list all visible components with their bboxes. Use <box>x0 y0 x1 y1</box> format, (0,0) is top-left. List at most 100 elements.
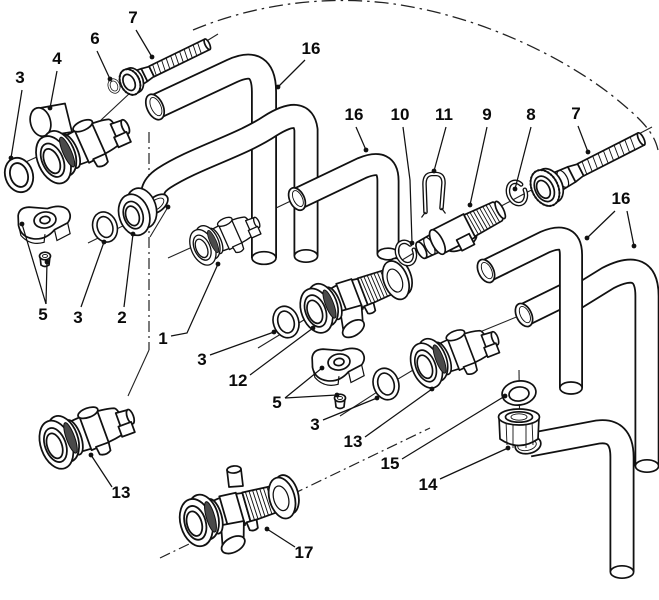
cap-nut-14 <box>497 408 541 448</box>
part-callout-10-7: 7 <box>571 104 580 123</box>
callout-dot <box>409 240 415 246</box>
callout-dot <box>107 76 113 82</box>
fitting-7-right <box>529 131 646 207</box>
callout-dot <box>319 365 325 371</box>
callout-dot <box>467 202 473 208</box>
part-callout-1-4: 4 <box>52 49 62 68</box>
callout-leader <box>364 388 433 438</box>
callout-leader <box>266 528 296 548</box>
part-callout-23-13: 13 <box>112 483 131 502</box>
callout-dot <box>310 325 316 331</box>
part-callout-13-3: 3 <box>73 308 82 327</box>
part-callout-4-16: 16 <box>302 39 321 58</box>
callout-leader <box>401 395 506 460</box>
callout-dot <box>101 239 107 245</box>
pipe-16-right <box>476 226 583 395</box>
callout-leader <box>96 50 111 80</box>
callout-leader <box>439 447 509 480</box>
callout-leader <box>284 394 338 399</box>
callout-leader <box>10 89 23 159</box>
part-callout-19-3: 3 <box>310 415 319 434</box>
callout-leader <box>284 367 323 399</box>
part-callout-6-10: 10 <box>391 105 410 124</box>
washer-15 <box>501 380 537 406</box>
pipe-16-middle <box>287 153 400 261</box>
callout-dot <box>149 54 155 60</box>
callout-leader <box>80 241 105 308</box>
part-callout-24-17: 17 <box>295 543 314 562</box>
callout-dot <box>505 445 511 451</box>
part-callout-17-12: 12 <box>229 371 248 390</box>
callout-dot <box>584 235 590 241</box>
callout-leader <box>123 233 134 308</box>
part-callout-18-5: 5 <box>272 393 281 412</box>
handle-5-left <box>15 200 75 247</box>
callout-dot <box>44 259 50 265</box>
part-callout-5-16: 16 <box>345 105 364 124</box>
body-outline-arc <box>192 0 659 151</box>
part-callout-11-16: 16 <box>612 189 631 208</box>
callout-dot <box>275 84 281 90</box>
callout-leader <box>90 454 113 488</box>
callout-leader <box>402 126 413 244</box>
o-ring-3-fourth <box>368 364 404 404</box>
handle-5-middle <box>309 342 369 389</box>
callout-dot <box>264 526 270 532</box>
callout-dot <box>429 386 435 392</box>
callout-dot <box>88 452 94 458</box>
callout-leader <box>209 331 275 356</box>
valve-13-middle <box>403 313 508 395</box>
callout-dot <box>271 329 277 335</box>
valve-17 <box>173 465 311 568</box>
part-callout-12-5: 5 <box>38 305 47 324</box>
callout-leader <box>322 397 378 421</box>
callout-dot <box>334 392 340 398</box>
callout-dot <box>512 186 518 192</box>
part-callout-22-14: 14 <box>419 475 438 494</box>
callout-leader <box>577 125 589 153</box>
callout-leader <box>21 223 47 305</box>
callout-dot <box>8 155 14 161</box>
callout-leader <box>514 126 532 190</box>
adapter-9 <box>415 200 507 260</box>
callout-leader <box>626 210 635 247</box>
pipe-16-top-left <box>144 53 277 266</box>
callout-dot <box>502 393 508 399</box>
o-ring-3-middle <box>268 302 304 342</box>
part-callout-7-11: 11 <box>435 105 453 124</box>
callout-leader <box>49 70 58 109</box>
valve-4-port <box>29 102 73 138</box>
o-ring-3-left <box>0 153 39 197</box>
part-callout-15-1: 1 <box>158 329 167 348</box>
part-callout-20-13: 13 <box>344 432 363 451</box>
valve-12-body <box>292 250 426 354</box>
callout-leader <box>355 126 367 151</box>
valve-13-left <box>31 390 144 476</box>
clip-11 <box>421 171 446 218</box>
fitting-7-left <box>118 38 212 96</box>
callout-leader <box>433 126 447 172</box>
callout-dot <box>215 261 221 267</box>
callout-dot <box>47 105 53 111</box>
part-callout-0-3: 3 <box>15 68 24 87</box>
part-callout-14-2: 2 <box>117 308 126 327</box>
callout-leader <box>277 59 306 88</box>
part-callout-21-15: 15 <box>381 454 400 473</box>
callout-leader <box>469 126 488 206</box>
callout-dot <box>374 395 380 401</box>
callout-leader <box>249 327 314 376</box>
screw-5-left <box>38 251 52 268</box>
callout-leader <box>45 261 48 305</box>
pipe-16-bottom-elbow <box>514 419 635 580</box>
callout-dot <box>631 243 637 249</box>
callout-dot <box>19 221 25 227</box>
part-callout-2-6: 6 <box>90 29 99 48</box>
part-callout-16-3: 3 <box>197 350 206 369</box>
callout-leader <box>586 210 616 239</box>
part-callout-3-7: 7 <box>128 8 137 27</box>
callout-dot <box>431 168 437 174</box>
pipe-16-far-right <box>567 258 659 474</box>
